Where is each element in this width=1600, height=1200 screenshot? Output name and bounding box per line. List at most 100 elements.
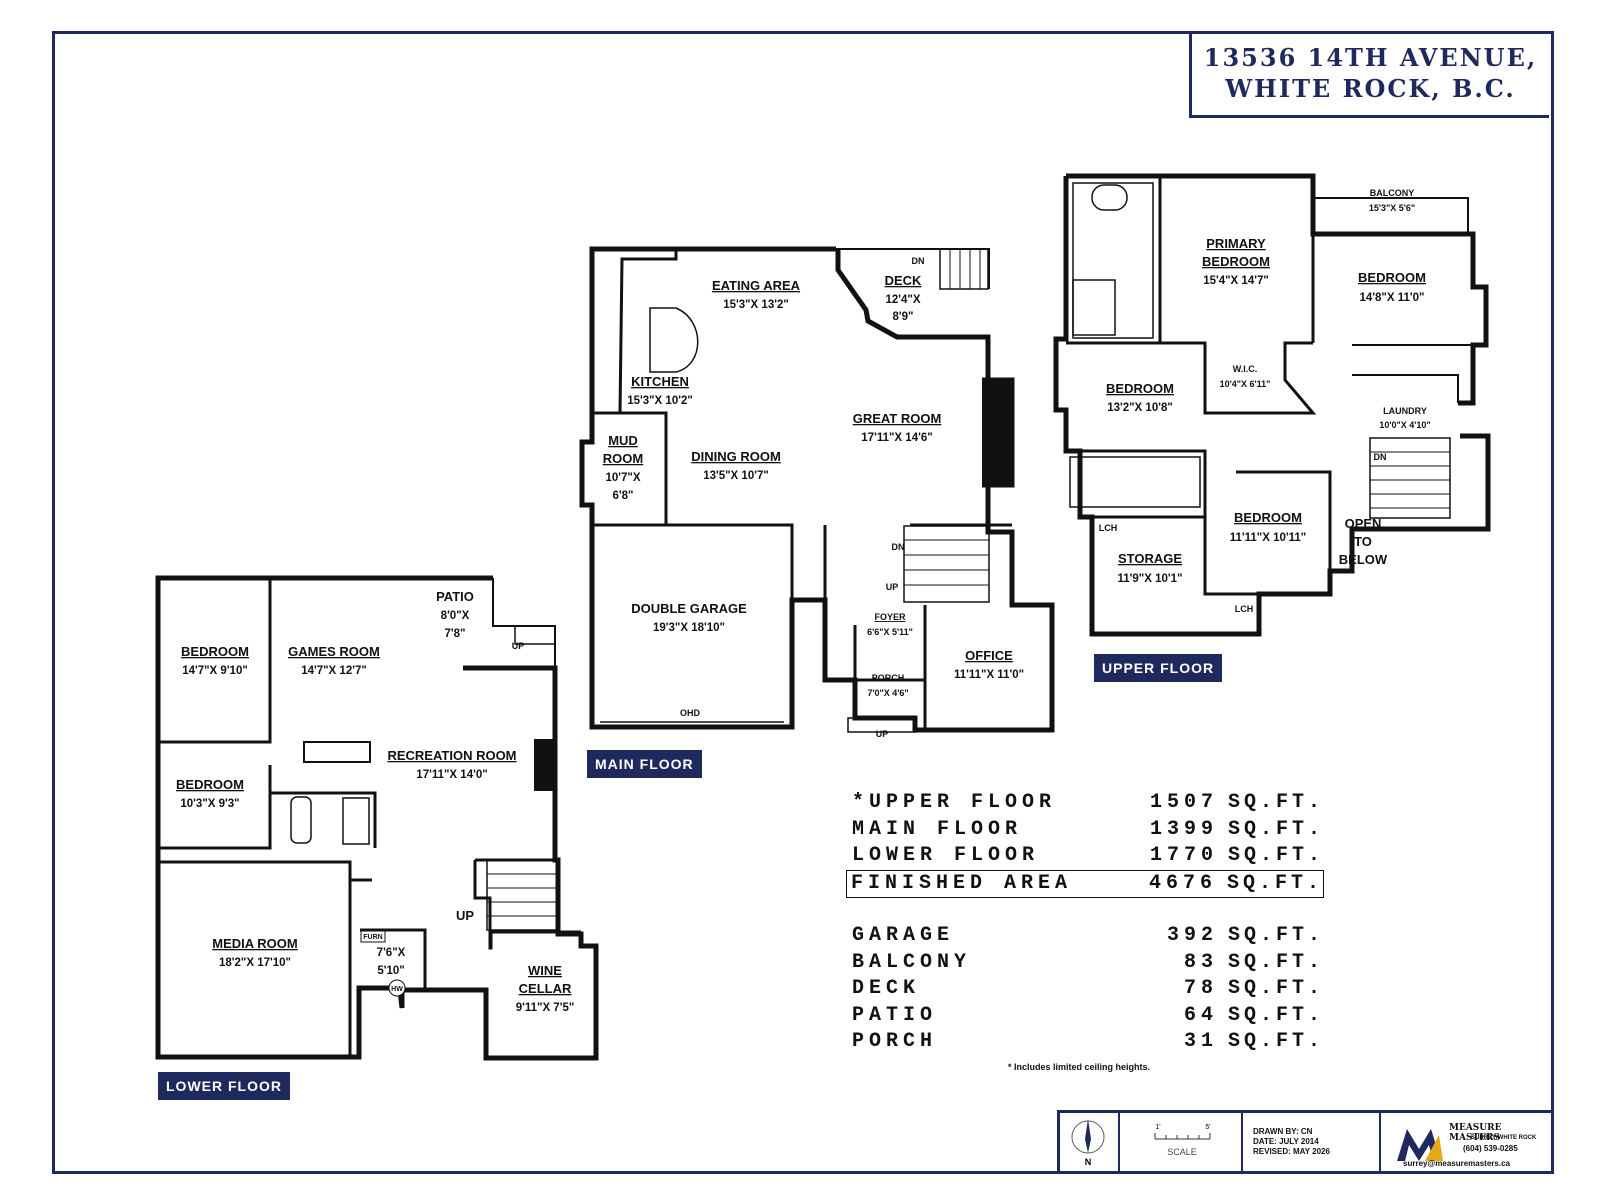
title-block: N 1' 5' SCALE DRAWN BY: CN DATE: JULY 20… (1057, 1110, 1551, 1172)
main-eating-area-label: EATING AREA (712, 278, 801, 293)
main-mud-room-dims-1: 10'7"X (605, 472, 640, 484)
lower-bedroom-2-dims: 10'3"X 9'3" (180, 798, 239, 810)
main-office-dims: 11'11"X 11'0" (954, 669, 1024, 681)
main-ohd-mark: OHD (680, 708, 701, 718)
lower-bedroom-1-dims: 14'7"X 9'10" (182, 665, 248, 677)
area-row-patio: PATIO 64 SQ.FT. (848, 1003, 1328, 1030)
upper-primary-bedroom-label-2: BEDROOM (1202, 254, 1270, 269)
upper-floor-plan (1053, 173, 1491, 637)
area-summary-table: *UPPER FLOOR 1507 SQ.FT. MAIN FLOOR 1399… (846, 790, 1328, 1056)
lower-patio-label: PATIO (436, 589, 474, 604)
upper-bedroom-3-label: BEDROOM (1234, 510, 1302, 525)
address-title-box: 13536 14TH AVENUE, WHITE ROCK, B.C. (1189, 32, 1549, 118)
main-floor-label: MAIN FLOOR (587, 750, 702, 778)
area-value: 1399 (1149, 817, 1218, 841)
main-mud-room-label-2: ROOM (603, 451, 643, 466)
area-name: MAIN FLOOR (852, 817, 1023, 841)
area-name: PATIO (852, 1003, 938, 1027)
upper-wic-label: W.I.C. (1233, 364, 1258, 374)
lower-games-room-label: GAMES ROOM (288, 644, 380, 659)
area-row-finished: FINISHED AREA 4676 SQ.FT. (846, 869, 1324, 898)
main-great-room-label: GREAT ROOM (853, 411, 942, 426)
area-name: GARAGE (852, 924, 955, 947)
lower-patio-dims-1: 8'0"X (441, 610, 470, 622)
main-dn-mark-1: DN (912, 256, 925, 266)
upper-primary-bedroom-label-1: PRIMARY (1206, 236, 1266, 251)
address-line-2: WHITE ROCK, B.C. (1225, 74, 1516, 103)
upper-bedroom-2-dims: 13'2"X 10'8" (1107, 402, 1173, 414)
main-mud-room-label-1: MUD (608, 433, 638, 448)
north-arrow-icon: N (1071, 1119, 1105, 1167)
ceiling-footnote: * Includes limited ceiling heights. (1008, 1062, 1151, 1072)
main-floor-plan (579, 246, 1055, 733)
lower-up-mark-1: UP (512, 641, 525, 651)
lower-furn-box (360, 929, 386, 943)
area-name: FINISHED AREA (851, 871, 1073, 895)
upper-balcony-label: BALCONY (1370, 188, 1415, 198)
lower-bedroom-1-label: BEDROOM (181, 644, 249, 659)
main-kitchen-label: KITCHEN (631, 374, 689, 389)
main-foyer-dims: 6'6"X 5'11" (867, 627, 913, 637)
area-name: LOWER FLOOR (852, 844, 1040, 867)
drawn-info-cell: DRAWN BY: CN DATE: JULY 2014 REVISED: MA… (1243, 1113, 1381, 1172)
area-name: PORCH (852, 1030, 938, 1053)
main-office-label: OFFICE (965, 648, 1013, 663)
main-porch-label: PORCH (872, 673, 905, 683)
area-name: DECK (852, 977, 921, 1000)
main-eating-area-dims: 15'3"X 13'2" (723, 299, 789, 311)
area-unit: SQ.FT. (1227, 871, 1324, 895)
area-value: 4676 (1148, 871, 1217, 895)
main-up-mark-1: UP (886, 582, 899, 592)
area-unit: SQ.FT. (1228, 950, 1325, 974)
lower-hw-mark: HW (391, 986, 403, 993)
area-unit: SQ.FT. (1228, 844, 1325, 867)
company-email: surrey@measuremasters.ca (1403, 1159, 1510, 1168)
lower-hw-circle (388, 979, 406, 997)
upper-bedroom-1-dims: 14'8"X 11'0" (1360, 292, 1425, 304)
upper-lch-mark-1: LCH (1099, 523, 1118, 533)
lower-bedroom-2-label: BEDROOM (176, 777, 244, 792)
lower-media-room-dims: 18'2"X 17'10" (219, 957, 291, 969)
scale-bar-icon: 1' 5' SCALE (1154, 1124, 1211, 1157)
lower-mech-dims-1: 7'6"X (377, 947, 406, 959)
upper-open-to-below-1: OPEN (1345, 516, 1382, 531)
upper-bedroom-3-dims: 11'11"X 10'11" (1230, 532, 1307, 544)
upper-lch-mark-2: LCH (1235, 604, 1254, 614)
scale-start-label: 1' (1155, 1124, 1160, 1131)
lower-recreation-room-label: RECREATION ROOM (387, 748, 516, 763)
area-unit: SQ.FT. (1228, 791, 1325, 814)
area-unit: SQ.FT. (1228, 1030, 1325, 1053)
area-value: 1770 (1149, 844, 1218, 867)
main-deck-dims-1: 12'4"X (885, 294, 920, 306)
area-unit: SQ.FT. (1228, 977, 1325, 1000)
lower-patio-dims-2: 7'8" (445, 628, 466, 640)
area-value: 83 (1183, 950, 1218, 974)
main-dining-room-dims: 13'5"X 10'7" (703, 470, 769, 482)
area-row-upper: *UPPER FLOOR 1507 SQ.FT. (848, 790, 1328, 817)
upper-balcony-dims: 15'3"X 5'6" (1369, 203, 1415, 213)
lower-wine-cellar-label-1: WINE (528, 963, 562, 978)
main-deck-dims-2: 8'9" (893, 311, 914, 323)
upper-open-to-below-2: TO (1354, 534, 1372, 549)
upper-bedroom-2-label: BEDROOM (1106, 381, 1174, 396)
area-unit: SQ.FT. (1228, 1003, 1325, 1027)
main-deck-label: DECK (885, 273, 922, 288)
area-value: 31 (1183, 1030, 1218, 1053)
area-row-deck: DECK 78 SQ.FT. (848, 976, 1328, 1003)
area-value: 392 (1166, 924, 1218, 947)
scale-label: SCALE (1167, 1147, 1197, 1157)
main-mud-room-dims-2: 6'8" (613, 490, 634, 502)
drawn-date: DATE: JULY 2014 (1253, 1137, 1319, 1146)
address-line-1: 13536 14TH AVENUE, (1203, 43, 1538, 72)
upper-bedroom-1-label: BEDROOM (1358, 270, 1426, 285)
company-logo-cell: MEASURE MASTERS SURREY/WHITE ROCK (604) … (1381, 1113, 1551, 1172)
area-row-porch: PORCH 31 SQ.FT. (848, 1029, 1328, 1056)
main-double-garage-dims: 19'3"X 18'10" (653, 622, 725, 634)
lower-wine-cellar-dims: 9'11"X 7'5" (516, 1002, 575, 1014)
main-double-garage-label: DOUBLE GARAGE (631, 601, 747, 616)
measure-masters-logo-icon (1397, 1129, 1443, 1161)
area-row-balcony: BALCONY 83 SQ.FT. (848, 950, 1328, 977)
main-great-room-dims: 17'11"X 14'6" (861, 432, 932, 444)
upper-laundry-label: LAUNDRY (1383, 406, 1427, 416)
lower-games-room-dims: 14'7"X 12'7" (301, 665, 367, 677)
